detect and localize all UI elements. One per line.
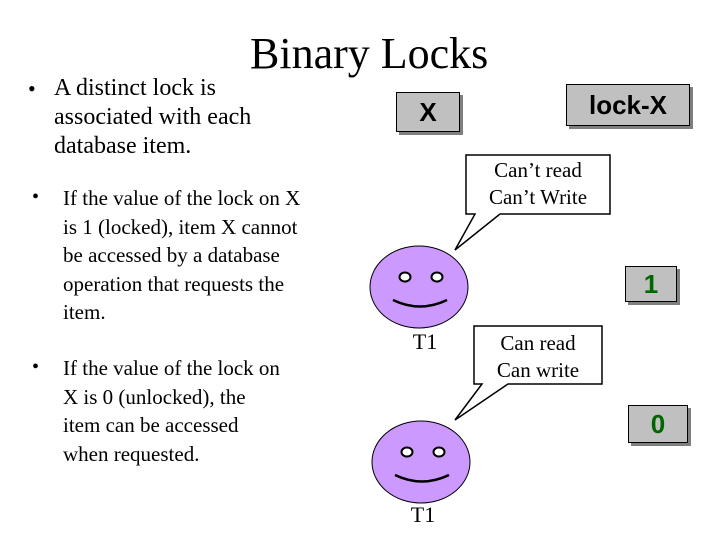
- sub-bullet-line: item.: [63, 300, 106, 324]
- sub-bullet-line: X is 0 (unlocked), the: [63, 384, 246, 409]
- sub-bullet-line: is 1 (locked), item X cannot: [63, 214, 298, 239]
- sub-bullet-line: item can be accessed: [63, 413, 239, 437]
- sub-bullet-line: If the value of the lock on: [63, 356, 280, 380]
- bullet-dot: •: [32, 186, 40, 208]
- transaction-face-locked: [369, 245, 469, 329]
- main-bullet-line: A distinct lock is: [54, 75, 216, 101]
- sub-bullet-line: If the value of the lock on X: [63, 186, 301, 210]
- data-item-box: X: [396, 92, 460, 132]
- lock-value-locked: 1: [625, 266, 677, 302]
- bullet-dot: •: [32, 356, 40, 378]
- main-bullet: A distinct lock is associated with each …: [54, 74, 251, 161]
- main-bullet-line: database item.: [54, 133, 192, 159]
- speech-bubble-unlocked: [454, 325, 603, 421]
- speech-line: Can write: [496, 358, 580, 382]
- speech-bubble-locked: [454, 154, 611, 251]
- speech-line: Can’t Write: [488, 185, 588, 209]
- speech-line: Can read: [500, 331, 576, 355]
- lock-box: lock-X: [566, 84, 690, 126]
- sub-bullet-line: operation that requests the: [63, 271, 285, 296]
- sub-bullet-unlocked: If the value of the lock on X is 0 (unlo…: [63, 354, 280, 468]
- sub-bullet-line: when requested.: [63, 441, 200, 466]
- page-title: Binary Locks: [250, 29, 489, 78]
- speech-text-unlocked: Can read Can write: [476, 330, 600, 384]
- main-bullet-line: associated with each: [54, 104, 252, 130]
- speech-line: Can’t read: [494, 158, 582, 182]
- transaction-label: T1: [410, 502, 436, 527]
- transaction-label: T1: [412, 329, 438, 354]
- lock-value-unlocked: 0: [628, 405, 688, 443]
- sub-bullet-locked: If the value of the lock on X is 1 (lock…: [63, 184, 300, 327]
- sub-bullet-line: be accessed by a database: [63, 243, 280, 267]
- speech-text-locked: Can’t read Can’t Write: [472, 157, 604, 211]
- transaction-face-unlocked: [371, 420, 471, 504]
- bullet-dot: •: [28, 76, 36, 101]
